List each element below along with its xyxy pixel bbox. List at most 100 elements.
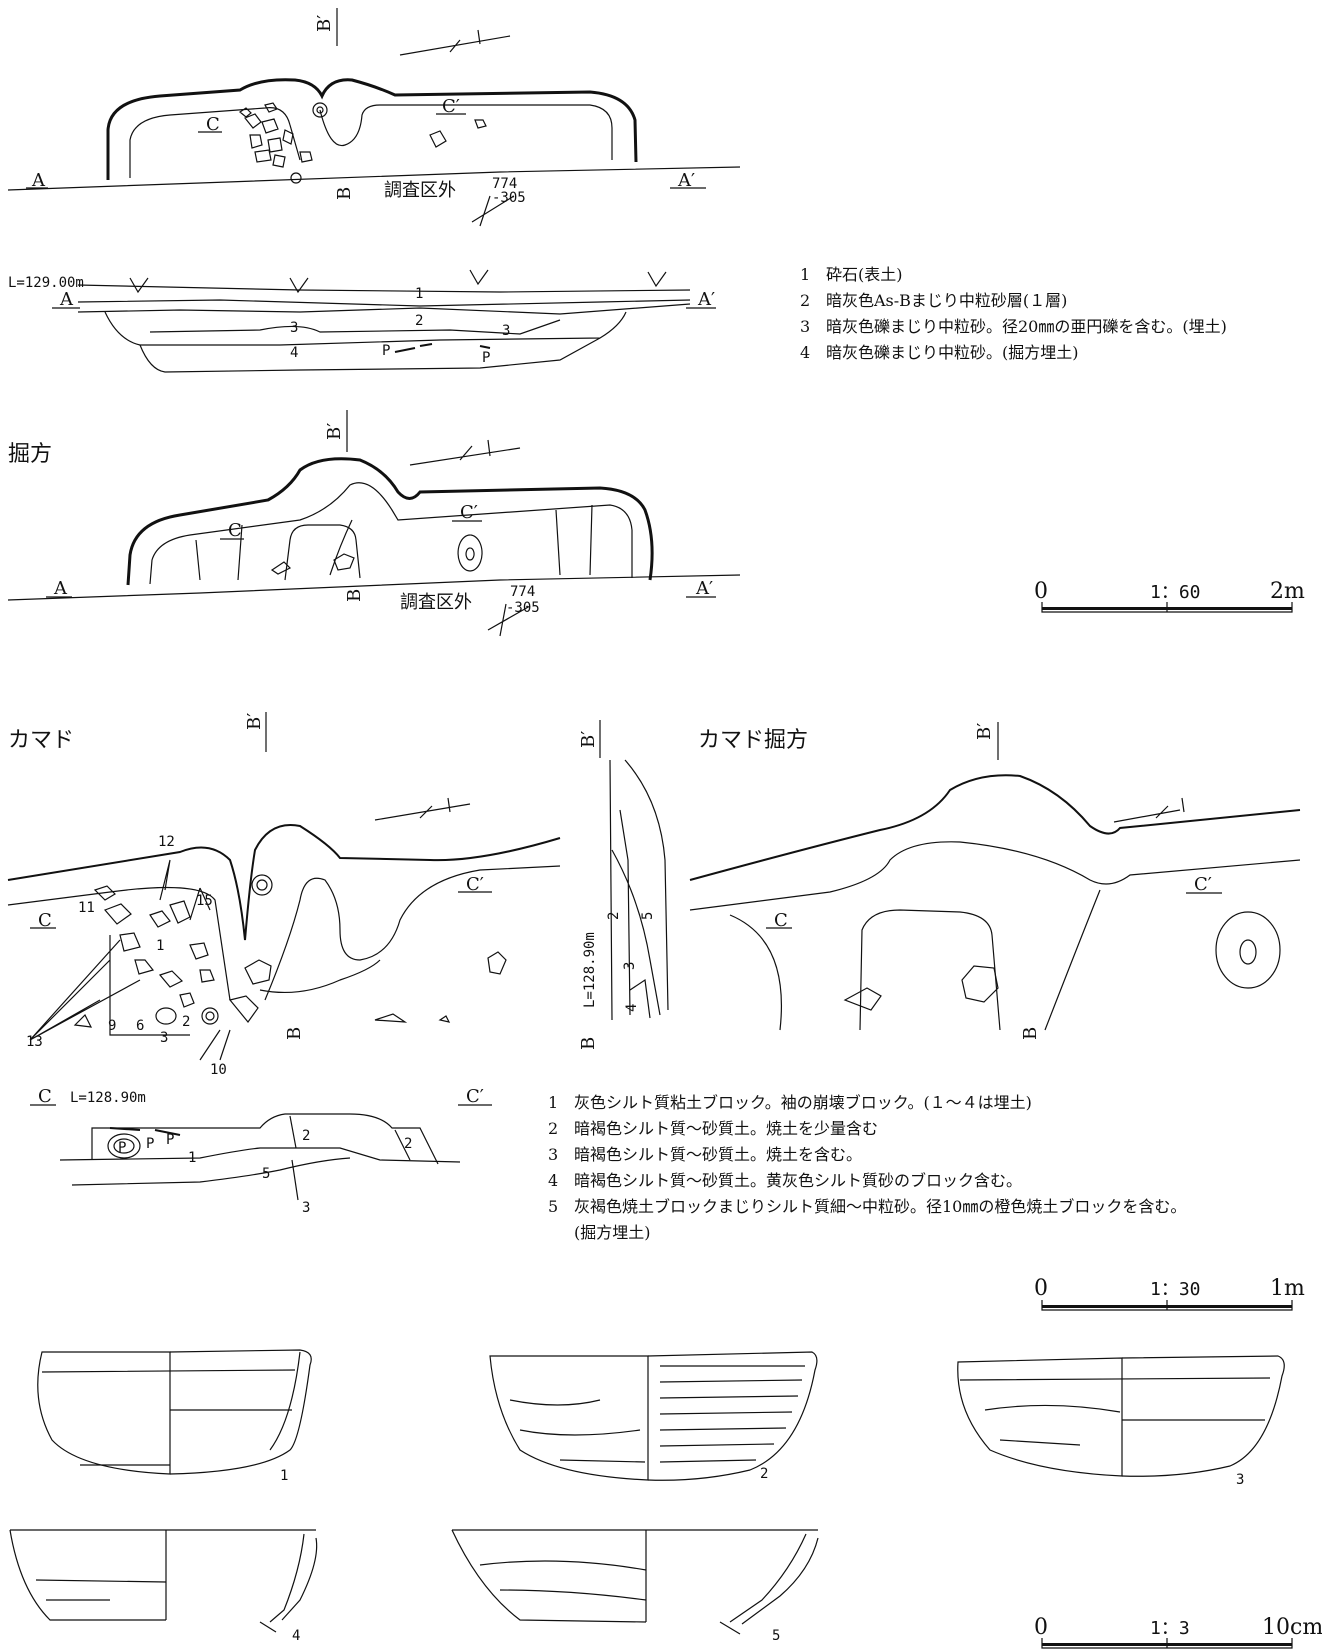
art-15: 15 [196,893,213,909]
c-layer-1: 1 [188,1150,196,1166]
label-c-prime-top: C′ [442,96,460,117]
elevation-b: L=128.90m [582,932,598,1008]
scale-60-start: 0 [1034,579,1048,604]
pit-inner-line [129,104,613,178]
label-c-profile: C [38,1086,52,1107]
label-a-top: A [31,170,46,191]
scale-30-end: 1m [1270,1276,1305,1301]
grid-ref-top-2: -305 [492,190,526,206]
c-layer-5: 5 [262,1166,270,1182]
c-p2: P [146,1136,154,1152]
legend-kamado-item-6: (掘方埋土) [574,1223,651,1242]
label-b-5: B [1020,1027,1041,1040]
art-13: 13 [26,1034,43,1050]
scale-3-end: 10cm [1262,1615,1322,1640]
plan-kamado: B′ B C C′ 12 11 15 13 9 6 3 2 10 1 [7,712,561,1078]
layer-1: 1 [415,286,423,302]
label-c-top: C [206,114,220,135]
outside-label-2: 調査区外 [400,592,472,613]
vessel-5: 5 [451,1529,819,1644]
vessel-5-number: 5 [772,1628,780,1644]
label-c-5: C [774,910,788,931]
scale-3-start: 0 [1034,1615,1048,1640]
scale-30-ratio: 1：30 [1150,1279,1201,1300]
heading-excavation: 掘方 [8,442,53,467]
stone-cluster [238,102,487,184]
label-b-3: B [284,1027,305,1040]
b-layer-4: 4 [624,1004,640,1012]
label-b-prime-2: B′ [324,423,345,440]
v-markers [129,269,667,294]
label-b-4: B [578,1037,599,1050]
pottery-drawings: 1 2 3 4 5 [9,1349,1285,1644]
profile-top: L=129.00m A A′ 1 2 3 3 4 P P [8,269,716,373]
north-arrow-4 [1113,797,1185,823]
plan-top: B′ B A A′ C C′ 調査区外 774 -305 [7,8,741,227]
north-arrow-2 [409,439,521,466]
label-a-2: A [53,578,68,599]
b-layer-5: 5 [640,912,656,920]
vessel-1: 1 [37,1349,312,1484]
art-9: 9 [108,1018,116,1034]
vessel-3: 3 [957,1355,1285,1488]
c-p1: P [118,1140,126,1156]
label-c-prime-5: C′ [1194,874,1212,895]
scale-bar-3: 0 1：3 10cm [1034,1615,1322,1649]
excavation-outline [126,457,654,586]
elevation-top: L=129.00m [8,275,84,291]
b-layer-3: 3 [622,962,638,970]
north-arrow-top [399,29,511,56]
label-b-prime-3: B′ [244,713,265,730]
outside-label-top: 調査区外 [384,180,456,201]
heading-kamado: カマド [8,728,75,753]
layer-p1: P [382,343,390,359]
kamado-pit-outline [689,774,1301,881]
ground-line [7,166,741,191]
vessel-2-number: 2 [760,1466,768,1482]
label-c-2: C [228,520,242,541]
pit-outline [106,78,638,180]
layer-p2: P [482,350,490,366]
label-b-top: B [334,187,355,200]
grid-cross-top [471,195,515,227]
north-arrow-3 [374,797,471,821]
scale-60-ratio: 1：60 [1150,582,1201,603]
label-a-profile: A [59,289,74,310]
elevation-c: L=128.90m [70,1090,146,1106]
vessel-2: 2 [489,1351,818,1482]
scale-bar-30: 0 1：30 1m [1034,1276,1305,1311]
art-12: 12 [158,834,175,850]
c-layer-2b: 2 [404,1136,412,1152]
art-2: 2 [182,1014,190,1030]
grid-ref-2-2: -305 [506,600,540,616]
label-b-prime-top: B′ [314,15,335,32]
c-layer-3: 3 [302,1200,310,1216]
datum-line [77,284,691,293]
art-1: 1 [156,938,164,954]
kamado-outline [7,824,561,941]
scale-60-end: 2m [1270,579,1305,604]
layer-3a: 3 [290,320,298,336]
vessel-1-number: 1 [280,1468,288,1484]
art-6: 6 [136,1018,144,1034]
label-b-prime-4: B′ [578,731,599,748]
label-c-prime-2: C′ [460,502,478,523]
layer-3b: 3 [502,323,510,339]
plan-kamado-pit: B′ B C C′ [689,722,1301,1040]
vessel-4: 4 [9,1529,318,1644]
heading-kamado-pit: カマド掘方 [698,728,809,753]
layer-4: 4 [290,345,298,361]
scale-30-start: 0 [1034,1276,1048,1301]
grid-cross-2 [487,603,531,637]
vessel-4-number: 4 [292,1628,300,1644]
label-a-prime-2: A′ [695,578,713,599]
label-b-2: B [344,589,365,602]
